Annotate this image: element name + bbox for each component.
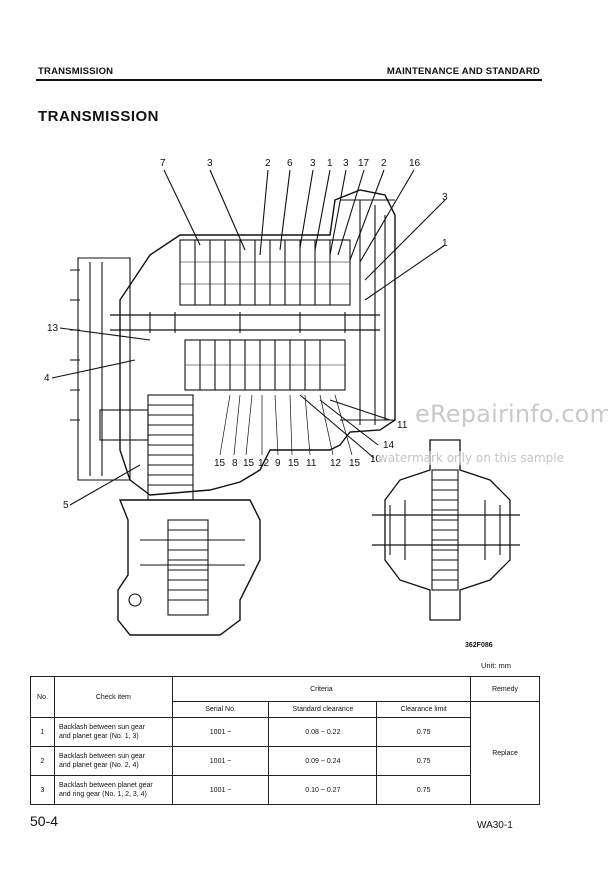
row-clearance-limit: 0.75	[376, 775, 472, 805]
col-header-check-item: Check item	[53, 676, 173, 718]
row-serial: 1001 ~	[171, 775, 270, 805]
callout-11-right: 11	[397, 420, 408, 431]
col-header-standard-clearance: Standard clearance	[268, 701, 378, 718]
row-standard-clearance: 0.09 ~ 0.24	[268, 746, 378, 776]
callout-16: 16	[409, 158, 421, 169]
callout-13: 13	[47, 323, 59, 334]
callout-15-c: 15	[288, 458, 300, 469]
model-number: WA30-1	[477, 820, 513, 831]
row-clearance-limit: 0.75	[376, 746, 472, 776]
callout-14: 14	[383, 440, 395, 451]
col-header-no: No.	[30, 676, 55, 718]
callout-3-mid: 3	[310, 158, 316, 169]
check-item-line: Backlash between sun gear	[58, 724, 145, 731]
callout-12-b: 12	[330, 458, 342, 469]
table-header-row: No. Check item Criteria Remedy	[30, 676, 540, 718]
callout-1-top: 1	[327, 158, 333, 169]
row-clearance-limit: 0.75	[376, 717, 472, 747]
row-serial: 1001 ~	[171, 746, 270, 776]
header-section-title: TRANSMISSION	[38, 66, 114, 77]
table-subheader-row: Serial No. Standard clearance Clearance …	[31, 701, 540, 805]
watermark-subtext: watermark only on this sample	[378, 451, 565, 465]
check-item-line: and ring gear (No. 1, 2, 3, 4)	[58, 791, 147, 798]
callout-3-side: 3	[442, 192, 448, 203]
callout-10: 10	[370, 454, 382, 465]
callout-2-right: 2	[381, 158, 387, 169]
callout-15-a: 15	[214, 458, 226, 469]
callout-15-b: 15	[243, 458, 255, 469]
page-title: TRANSMISSION	[38, 108, 160, 125]
callout-2-top: 2	[265, 158, 271, 169]
col-header-clearance-limit: Clearance limit	[376, 701, 472, 718]
check-item-line: and planet gear (No. 1, 3)	[58, 733, 139, 740]
callout-4: 4	[44, 373, 50, 384]
callout-11-bottom: 11	[306, 458, 317, 469]
callout-8: 8	[232, 458, 238, 469]
unit-label: Unit: mm	[481, 661, 511, 670]
callout-9: 9	[275, 458, 281, 469]
callout-17: 17	[358, 158, 370, 169]
row-standard-clearance: 0.08 ~ 0.22	[268, 717, 378, 747]
callout-6: 6	[287, 158, 293, 169]
row-no: 2	[30, 746, 55, 776]
callout-3-right: 3	[343, 158, 349, 169]
row-check-item: Backlash between sun gear and planet gea…	[53, 746, 173, 776]
check-item-line: Backlash between planet gear	[58, 782, 153, 789]
table-row: 1 Backlash between sun gear and planet g…	[30, 717, 540, 747]
callout-15-d: 15	[349, 458, 361, 469]
callout-1-side: 1	[442, 238, 448, 249]
row-serial: 1001 ~	[171, 717, 270, 747]
maintenance-standard-table: No. Check item Criteria Remedy Serial No…	[30, 676, 540, 805]
row-check-item: Backlash between sun gear and planet gea…	[53, 717, 173, 747]
header-rule	[36, 79, 542, 81]
header-chapter-title: MAINTENANCE AND STANDARD	[386, 66, 540, 77]
callout-5: 5	[63, 500, 69, 511]
row-no: 1	[30, 717, 55, 747]
page-number: 50-4	[30, 813, 59, 829]
row-standard-clearance: 0.10 ~ 0.27	[268, 775, 378, 805]
figure-code: 362F086	[465, 642, 493, 649]
col-header-criteria: Criteria	[171, 676, 472, 702]
remedy-cell: Replace	[470, 701, 540, 805]
table-row: 2 Backlash between sun gear and planet g…	[30, 746, 540, 776]
callout-3-top: 3	[207, 158, 213, 169]
watermark-text: eRepairinfo.com	[415, 400, 608, 428]
table-row: 3 Backlash between planet gear and ring …	[30, 775, 540, 805]
callout-7: 7	[160, 158, 166, 169]
col-header-serial-no: Serial No.	[171, 701, 270, 718]
row-no: 3	[30, 775, 55, 805]
callout-12-a: 12	[258, 458, 270, 469]
row-check-item: Backlash between planet gear and ring ge…	[53, 775, 173, 805]
check-item-line: Backlash between sun gear	[58, 753, 145, 760]
col-header-remedy: Remedy	[470, 676, 540, 702]
check-item-line: and planet gear (No. 2, 4)	[58, 762, 139, 769]
